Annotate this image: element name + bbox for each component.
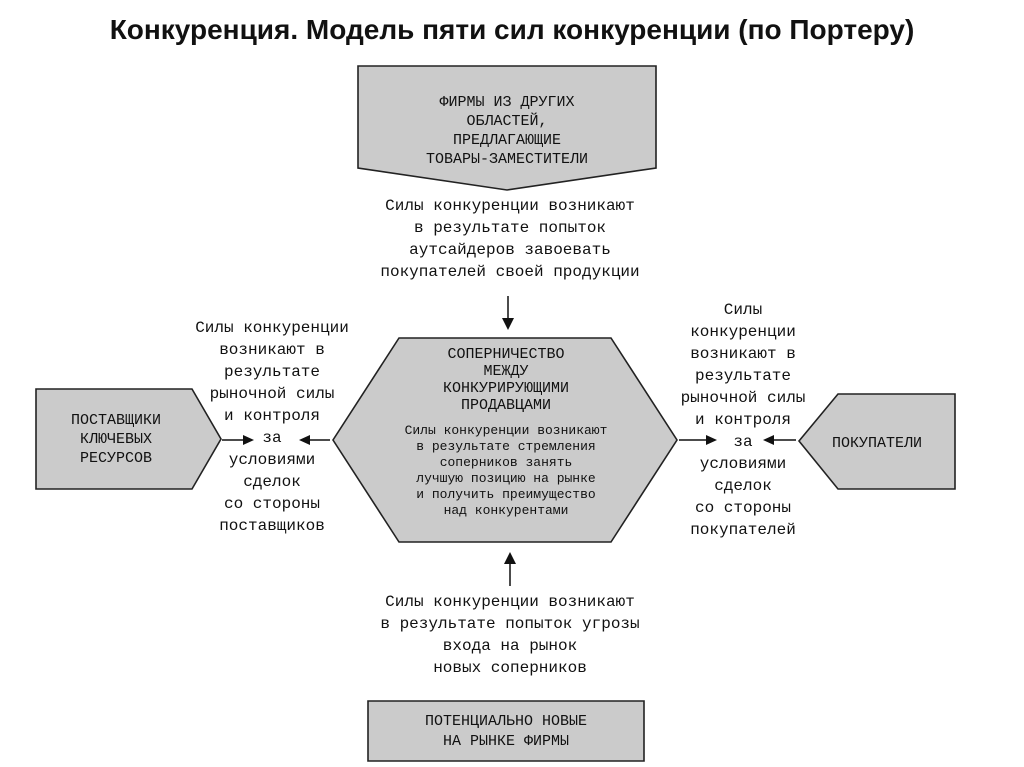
text-line: ПОТЕНЦИАЛЬНО НОВЫЕ: [425, 713, 587, 730]
text-line: сделок: [243, 473, 301, 491]
buyers-box: [797, 393, 956, 490]
text-line: лучшую позицию на рынке: [416, 471, 595, 486]
right-force-description: Силы конкуренции возникают в результате рыно…: [681, 301, 806, 539]
text-line: Силы конкуренции возникают: [385, 197, 635, 215]
text-line: над конкурентами: [444, 503, 569, 518]
text-line: результате: [695, 367, 791, 385]
text-line: поставщиков: [219, 517, 325, 535]
text-line: возникают в: [219, 341, 325, 359]
text-line: в результате попыток: [414, 219, 606, 237]
text-line: СОПЕРНИЧЕСТВО: [447, 346, 564, 363]
text-line: ПРОДАВЦАМИ: [461, 397, 551, 414]
text-line: возникают в: [690, 345, 796, 363]
text-line: соперников занять: [440, 455, 573, 470]
text-line: ФИРМЫ ИЗ ДРУГИХ: [439, 94, 574, 111]
text-line: Силы конкуренции возникают: [405, 423, 608, 438]
buyers-label: ПОКУПАТЕЛИ: [832, 435, 922, 452]
arrow-right-from-rivalry: [679, 435, 717, 445]
text-line: РЕСУРСОВ: [80, 450, 152, 467]
substitutes-box: [357, 65, 657, 191]
text-line: сделок: [714, 477, 772, 495]
text-line: результате: [224, 363, 320, 381]
top-force-description: Силы конкуренции возникают в результате п…: [380, 197, 639, 281]
left-force-description: Силы конкуренции возникают в результате рын…: [195, 319, 349, 535]
text-line: и контроля: [695, 411, 791, 429]
text-line: покупателей своей продукции: [380, 263, 639, 281]
arrow-left-to-rivalry: [299, 435, 330, 445]
text-line: условиями: [700, 455, 786, 473]
suppliers-label: ПОСТАВЩИКИ КЛЮЧЕВЫХ РЕСУРСОВ: [71, 412, 161, 467]
text-line: Силы: [724, 301, 762, 319]
text-line: рыночной силы: [681, 389, 806, 407]
text-line: покупателей: [690, 521, 796, 539]
arrow-right-from-buyers: [763, 435, 796, 445]
text-line: ПОСТАВЩИКИ: [71, 412, 161, 429]
text-line: аутсайдеров завоевать: [409, 241, 611, 259]
text-line: новых соперников: [433, 659, 587, 677]
text-line: за: [262, 429, 282, 447]
text-line: со стороны: [224, 495, 320, 513]
text-line: рыночной силы: [210, 385, 335, 403]
text-line: Силы конкуренции возникают: [385, 593, 635, 611]
arrow-top-down: [502, 296, 514, 330]
text-line: входа на рынок: [443, 637, 577, 655]
text-line: со стороны: [695, 499, 791, 517]
text-line: ПОКУПАТЕЛИ: [832, 435, 922, 452]
arrow-bottom-up: [504, 552, 516, 586]
suppliers-box: [35, 388, 222, 490]
rivalry-heading: СОПЕРНИЧЕСТВОМЕЖДУКОНКУРИРУЮЩИМИПРОДАВЦА…: [443, 346, 569, 414]
substitutes-label: ФИРМЫ ИЗ ДРУГИХ ОБЛАСТЕЙ, ПРЕДЛАГАЮЩИЕ ТОВА…: [426, 94, 588, 168]
text-line: условиями: [229, 451, 315, 469]
text-line: Силы конкуренции: [195, 319, 349, 337]
new-entrants-box: [367, 700, 645, 762]
bottom-force-description: Силы конкуренции возникают в результате п…: [380, 593, 639, 677]
text-line: МЕЖДУ: [483, 363, 528, 380]
page-title: Конкуренция. Модель пяти сил конкуренции…: [109, 14, 915, 45]
text-line: НА РЫНКЕ ФИРМЫ: [443, 733, 569, 750]
text-line: КЛЮЧЕВЫХ: [80, 431, 152, 448]
arrow-left-from-suppliers: [222, 435, 254, 445]
new-entrants-label: ПОТЕНЦИАЛЬНО НОВЫЕ НА РЫНКЕ ФИРМЫ: [425, 713, 587, 750]
text-line: конкуренции: [690, 323, 796, 341]
text-line: ОБЛАСТЕЙ,: [466, 113, 547, 130]
text-line: КОНКУРИРУЮЩИМИ: [443, 380, 569, 397]
text-line: и контроля: [224, 407, 320, 425]
text-line: ПРЕДЛАГАЮЩИЕ: [453, 132, 561, 149]
text-line: в результате стремления: [416, 439, 595, 454]
text-line: в результате попыток угрозы: [380, 615, 639, 633]
rivalry-hexagon: [332, 337, 678, 543]
text-line: ТОВАРЫ-ЗАМЕСТИТЕЛИ: [426, 151, 588, 168]
text-line: и получить преимущество: [416, 487, 595, 502]
text-line: за: [733, 433, 753, 451]
